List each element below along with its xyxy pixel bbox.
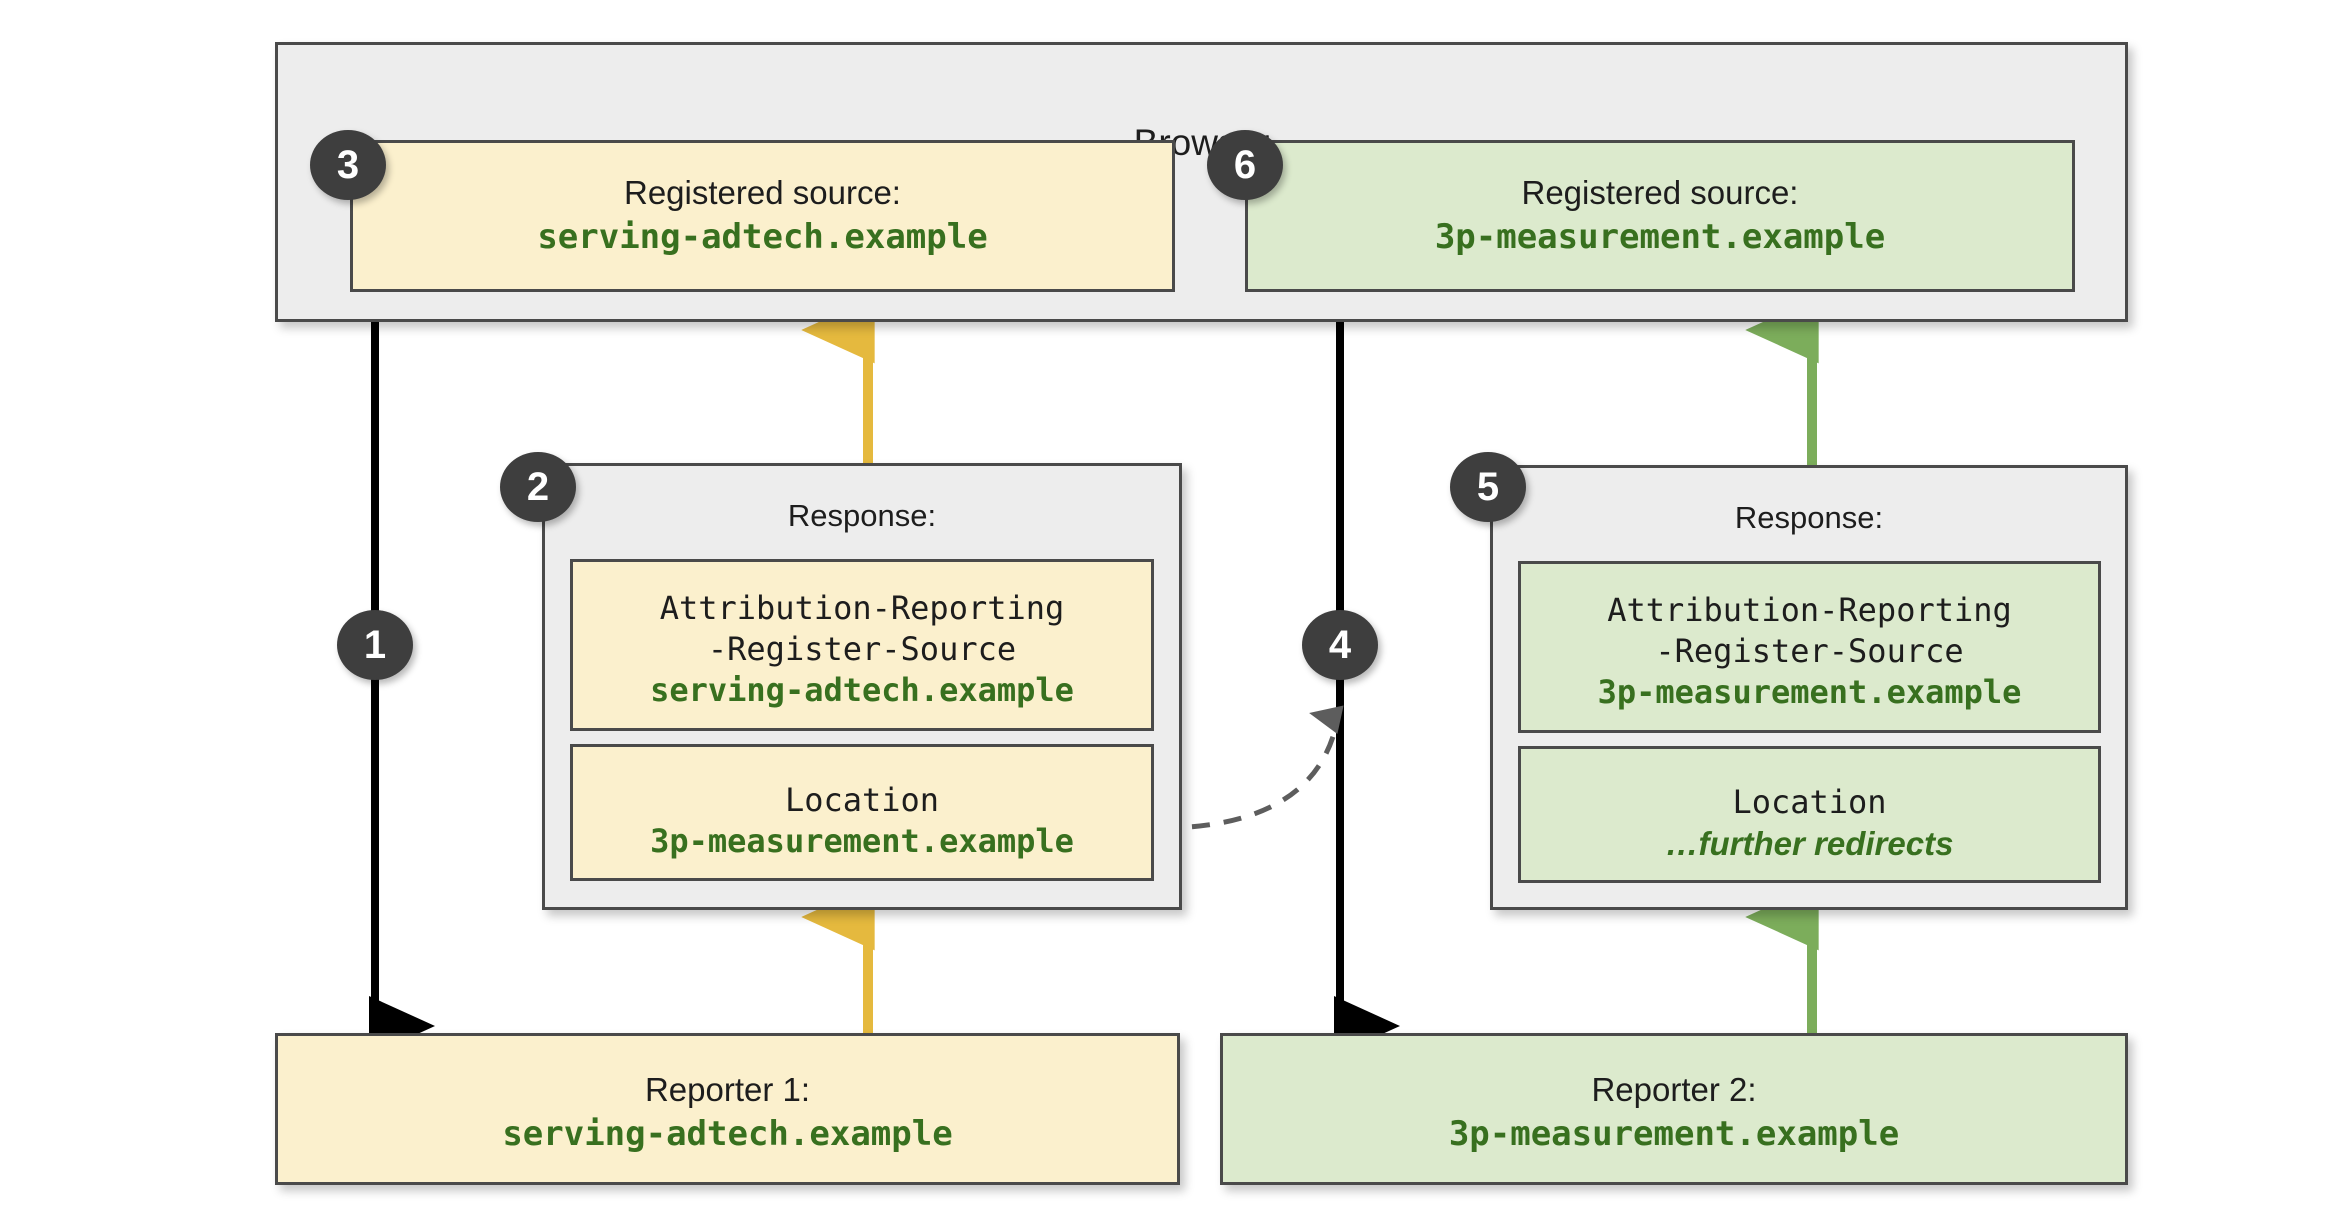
response-panel-1: Response: Attribution-Reporting -Registe… <box>542 463 1182 910</box>
reporter-label-1: Reporter 1: <box>644 1071 811 1108</box>
header-value-1-1: serving-adtech.example <box>650 671 1074 709</box>
response-header-card-2-2: Location …further redirects <box>1518 746 2101 883</box>
step-badge-2: 2 <box>500 452 576 522</box>
registered-source-label-1: Registered source: <box>624 174 901 211</box>
step-badge-5: 5 <box>1450 452 1526 522</box>
step-badge-6: 6 <box>1207 130 1283 200</box>
step-badge-1: 1 <box>337 610 413 680</box>
step-badge-4: 4 <box>1302 610 1378 680</box>
reporter-value-2: 3p-measurement.example <box>1448 1114 1900 1154</box>
registered-source-value-2: 3p-measurement.example <box>1434 217 1886 257</box>
header-name-line2-1-1: -Register-Source <box>707 630 1017 668</box>
response-header-card-2-1: Attribution-Reporting -Register-Source 3… <box>1518 561 2101 733</box>
registered-source-card-1: Registered source: serving-adtech.exampl… <box>350 140 1175 292</box>
header-name-line1-1-1: Attribution-Reporting <box>659 589 1065 627</box>
header-value-2-2: …further redirects <box>1665 825 1954 862</box>
registered-source-label-2: Registered source: <box>1521 174 1799 211</box>
reporter-card-1: Reporter 1: serving-adtech.example <box>275 1033 1180 1185</box>
header-value-2-1: 3p-measurement.example <box>1597 673 2022 711</box>
reporter-label-2: Reporter 2: <box>1591 1071 1757 1108</box>
response-title-1: Response: <box>787 498 937 533</box>
step-badge-3: 3 <box>310 130 386 200</box>
response-panel-2: Response: Attribution-Reporting -Registe… <box>1490 465 2128 910</box>
header-value-1-2: 3p-measurement.example <box>650 822 1074 860</box>
header-name-line1-2-2: Location <box>1732 783 1887 821</box>
reporter-card-2: Reporter 2: 3p-measurement.example <box>1220 1033 2128 1185</box>
wire-redirect-dashed <box>1159 705 1344 831</box>
header-name-line1-1-2: Location <box>784 781 940 819</box>
response-header-card-1-2: Location 3p-measurement.example <box>570 744 1154 881</box>
response-title-2: Response: <box>1734 500 1884 535</box>
reporter-value-1: serving-adtech.example <box>502 1114 953 1154</box>
registered-source-value-1: serving-adtech.example <box>537 217 988 257</box>
response-header-card-1-1: Attribution-Reporting -Register-Source s… <box>570 559 1154 731</box>
registered-source-card-2: Registered source: 3p-measurement.exampl… <box>1245 140 2075 292</box>
header-name-line2-2-1: -Register-Source <box>1655 632 1964 670</box>
header-name-line1-2-1: Attribution-Reporting <box>1607 591 2012 629</box>
